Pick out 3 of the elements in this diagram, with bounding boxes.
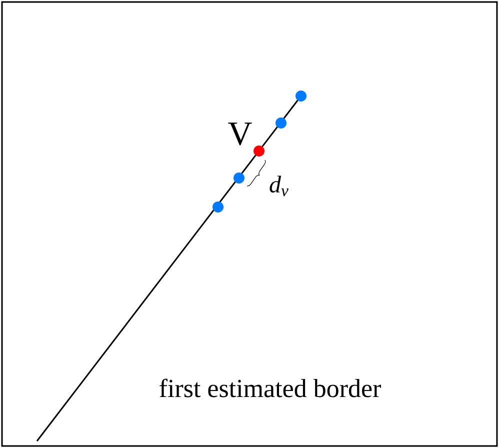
distance-label: d$_{v}$ <box>270 176 288 196</box>
border-label: first estimated border <box>160 378 381 398</box>
point-label: V <box>228 122 252 146</box>
